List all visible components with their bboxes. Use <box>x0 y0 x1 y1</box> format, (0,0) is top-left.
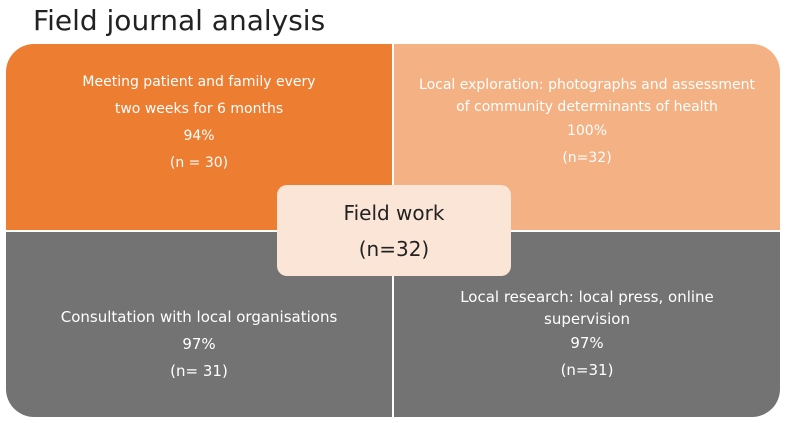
quadrant-label-line2: of community determinants of health <box>456 99 718 115</box>
quadrant-percent: 97% <box>570 334 604 352</box>
quadrant-label-line1: Local research: local press, online <box>460 288 714 306</box>
quadrant-percent: 97% <box>182 335 216 353</box>
quadrant-percent: 100% <box>566 123 608 139</box>
quadrant-local-exploration: Local exploration: photographs and asses… <box>394 44 780 230</box>
quadrant-label-line1: Meeting patient and family every <box>82 74 316 90</box>
quadrant-patient-family-meetings: Meeting patient and family every two wee… <box>6 44 392 230</box>
quadrant-label-line1: Consultation with local organisations <box>60 308 338 326</box>
center-field-work-box: Field work (n=32) <box>277 185 511 276</box>
quadrant-label-line1: Local exploration: photographs and asses… <box>419 77 755 93</box>
center-count: (n=32) <box>358 237 430 261</box>
quadrant-count: (n=32) <box>562 150 612 166</box>
quadrant-percent: 94% <box>183 128 215 144</box>
page-title: Field journal analysis <box>33 4 326 37</box>
quadrant-count: (n=31) <box>560 361 614 379</box>
quadrant-count: (n= 31) <box>170 362 228 380</box>
quadrant-label-line2: supervision <box>544 310 630 328</box>
center-label: Field work <box>343 201 445 225</box>
quadrant-label-line2: two weeks for 6 months <box>114 101 284 117</box>
field-work-diagram: Meeting patient and family every two wee… <box>6 44 780 417</box>
quadrant-count: (n = 30) <box>169 155 229 171</box>
